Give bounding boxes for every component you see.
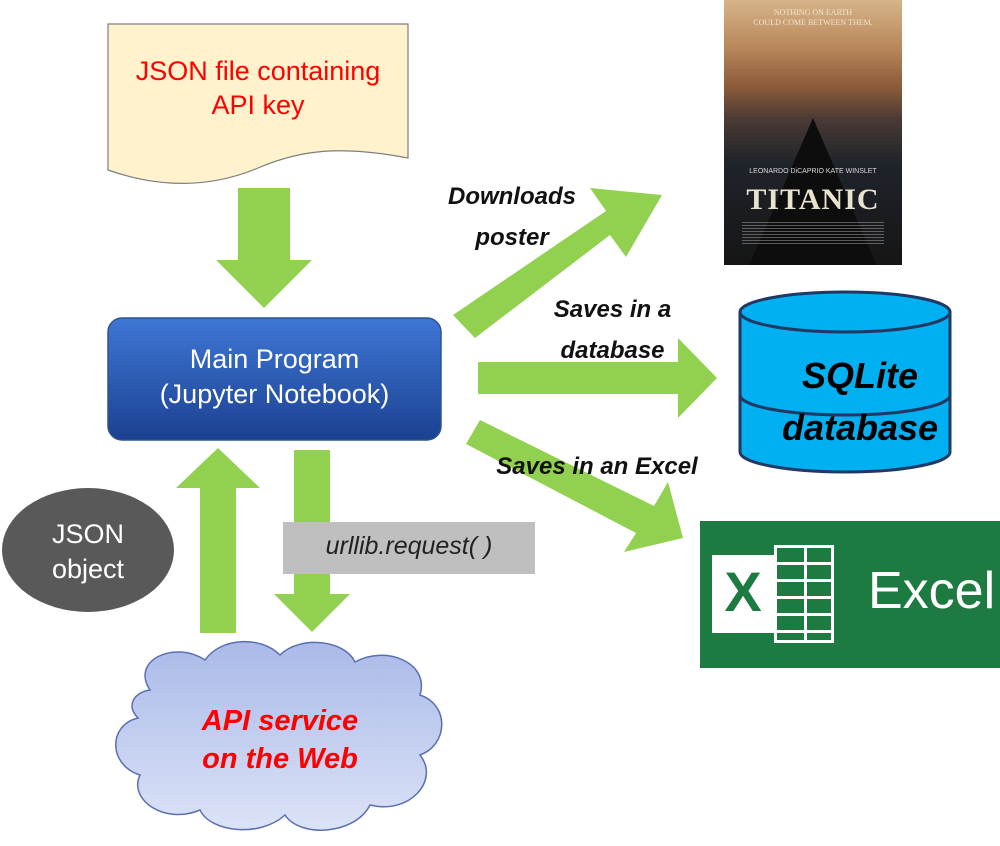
- api-service-line1: API service: [201, 705, 359, 737]
- api-service-label: API service on the Web: [150, 703, 410, 778]
- sqlite-label: SQLite database: [760, 350, 960, 454]
- json-file-shape: [107, 23, 409, 184]
- api-service-line2: on the Web: [202, 742, 358, 775]
- sqlite-cylinder: [738, 290, 952, 474]
- request-label-box: [283, 522, 535, 574]
- excel-logo: X Excel: [700, 521, 1000, 668]
- arrow-main-to-poster: [453, 188, 662, 338]
- saves-database-label: Saves in a database: [530, 290, 695, 372]
- poster-credits: [742, 222, 884, 244]
- excel-x-tile: [712, 555, 774, 633]
- excel-grid-icon: [774, 545, 834, 643]
- downloads-poster-label: Downloads poster: [422, 177, 602, 259]
- arrow-main-to-database: [478, 338, 717, 418]
- json-file-line2: API key: [211, 89, 305, 120]
- titanic-poster-image: NOTHING ON EARTH COULD COME BETWEEN THEM…: [724, 0, 902, 265]
- excel-wordmark: Excel: [868, 562, 996, 620]
- arrow-file-to-main: [216, 188, 312, 308]
- main-program-line1: Main Program: [189, 344, 360, 374]
- api-service-cloud: [115, 641, 443, 831]
- poster-tagline-2: COULD COME BETWEEN THEM.: [753, 17, 873, 27]
- request-label: urllib.request( ): [325, 532, 493, 560]
- sqlite-line1: SQLite: [801, 355, 918, 396]
- json-object-label: JSON object: [3, 517, 173, 587]
- arrow-api-to-main: [176, 448, 260, 633]
- poster-actor-names: LEONARDO DiCAPRIO KATE WINSLET: [749, 168, 877, 175]
- saves-excel-label: Saves in an Excel: [496, 453, 698, 480]
- excel-x-letter: X: [724, 560, 762, 623]
- poster-tagline: NOTHING ON EARTH COULD COME BETWEEN THEM…: [724, 8, 902, 27]
- arrow-main-to-excel: [466, 420, 683, 552]
- poster-title: TITANIC: [746, 183, 880, 216]
- downloads-line1: Downloads: [447, 183, 576, 210]
- json-file-label: JSON file containing API key: [108, 55, 408, 123]
- poster-tagline-1: NOTHING ON EARTH: [773, 8, 853, 17]
- main-program-line2: (Jupyter Notebook): [159, 379, 390, 410]
- json-object-ellipse: [2, 488, 174, 612]
- main-program-label: Main Program (Jupyter Notebook): [108, 342, 441, 412]
- json-object-line2: object: [51, 554, 125, 585]
- sqlite-line2: database: [781, 407, 939, 449]
- downloads-line2: poster: [475, 223, 549, 251]
- saves-db-line1: Saves in a: [553, 296, 672, 323]
- saves-db-line2: database: [560, 336, 665, 364]
- json-file-line1: JSON file containing: [135, 56, 381, 86]
- main-program-box: [107, 317, 442, 441]
- json-object-line1: JSON: [51, 519, 124, 549]
